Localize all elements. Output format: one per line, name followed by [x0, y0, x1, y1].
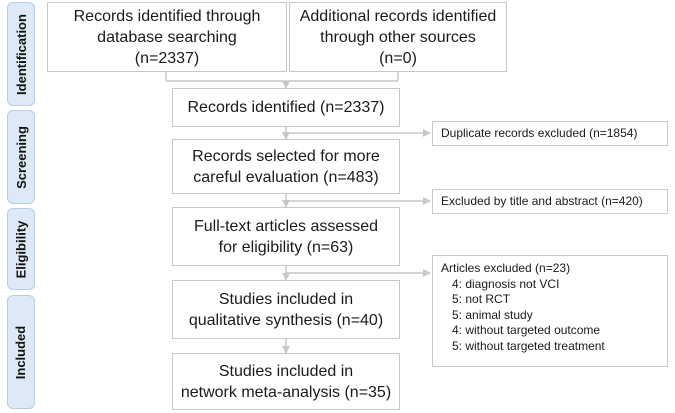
box-duplicates-excluded: Duplicate records excluded (n=1854)	[432, 121, 668, 146]
box-line: database searching	[97, 28, 237, 46]
exclusion-text: Duplicate records excluded (n=1854)	[441, 126, 638, 140]
stage-eligibility: Eligibility	[7, 208, 35, 290]
stage-included: Included	[7, 295, 35, 409]
box-records-identified: Records identified (n=2337)	[172, 88, 400, 127]
exclusion-text: Excluded by title and abstract (n=420)	[441, 194, 643, 208]
box-other-sources: Additional records identified through ot…	[289, 2, 507, 72]
box-line: Additional records identified	[299, 7, 497, 25]
box-line: Records identified (n=2337)	[187, 99, 385, 116]
box-line: through other sources	[320, 28, 476, 46]
box-line: Full-text articles assessed	[193, 217, 379, 235]
box-line: for eligibility (n=63)	[218, 238, 354, 256]
exclusion-reason: 5: without targeted treatment	[452, 338, 605, 353]
box-articles-excluded: Articles excluded (n=23) 4: diagnosis no…	[432, 255, 668, 367]
exclusion-reason: 5: animal study	[452, 307, 533, 322]
box-line: (n=0)	[379, 49, 417, 67]
box-title-abstract-excluded: Excluded by title and abstract (n=420)	[432, 189, 668, 214]
box-line: Records selected for more	[192, 147, 380, 165]
box-line: Studies included in	[218, 362, 354, 380]
stage-screening: Screening	[7, 110, 35, 204]
stage-label: Eligibility	[13, 220, 29, 278]
box-line: careful evaluation (n=483)	[193, 168, 379, 186]
box-records-selected: Records selected for more careful evalua…	[172, 139, 400, 194]
articles-excluded-title: Articles excluded (n=23)	[441, 261, 571, 275]
box-line: qualitative synthesis (n=40)	[188, 311, 384, 329]
box-line: (n=2337)	[134, 49, 200, 67]
box-qualitative-synthesis: Studies included in qualitative synthesi…	[172, 280, 400, 339]
box-line: Records identified through	[73, 7, 261, 25]
exclusion-reason: 4: without targeted outcome	[452, 323, 601, 338]
stage-identification: Identification	[7, 2, 35, 106]
box-line: network meta-analysis (n=35)	[180, 383, 392, 401]
stage-label: Identification	[13, 13, 29, 95]
stage-label: Included	[13, 325, 29, 379]
stage-label: Screening	[13, 125, 29, 189]
box-database-search: Records identified through database sear…	[47, 2, 287, 72]
box-line: Studies included in	[218, 290, 354, 308]
box-fulltext-assessed: Full-text articles assessed for eligibil…	[172, 207, 400, 266]
exclusion-reason: 4: diagnosis not VCI	[452, 276, 560, 291]
box-network-meta-analysis: Studies included in network meta-analysi…	[172, 353, 400, 410]
exclusion-reason: 5: not RCT	[452, 292, 511, 307]
